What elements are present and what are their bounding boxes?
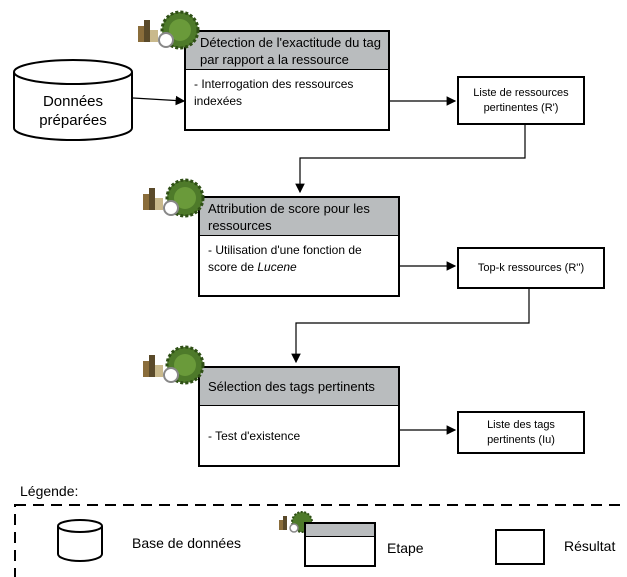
step-2-header: Attribution de score pour les ressources	[200, 198, 398, 236]
arrow-result1-to-step2	[295, 124, 526, 194]
legend-result-icon	[495, 529, 545, 565]
gear-icon	[143, 178, 205, 218]
database-label-line1: Données	[42, 93, 104, 110]
database-label-line2: préparées	[39, 112, 107, 129]
gear-icon	[138, 10, 200, 50]
step-1: Détection de l'exactitude du tag par rap…	[184, 30, 390, 131]
legend-title: Légende:	[20, 483, 79, 499]
legend-step-label: Etape	[387, 540, 424, 556]
legend-result-label: Résultat	[564, 538, 616, 554]
cylinder-shape	[13, 59, 133, 141]
arrow-db-to-step1	[132, 95, 186, 106]
step-1-body-line1: - Interrogation des ressources	[194, 77, 354, 91]
step-3-body-line1: - Test d'existence	[208, 429, 301, 443]
gear-icon	[143, 345, 205, 385]
step-3: Sélection des tags pertinents - Test d'e…	[198, 366, 400, 467]
step-2-body-line1: - Utilisation d'une fonction de	[208, 243, 362, 257]
result-3: Liste des tags pertinents (Iu)	[457, 411, 585, 454]
database-cylinder: Données préparées	[12, 58, 134, 142]
result-2: Top-k ressources (R'')	[457, 247, 605, 289]
result-1: Liste de ressources pertinentes (R')	[457, 76, 585, 125]
legend-step-icon	[304, 522, 376, 567]
legend-database-label: Base de données	[132, 535, 241, 551]
step-2: Attribution de score pour les ressources…	[198, 196, 400, 297]
legend-database-icon	[57, 519, 103, 562]
arrow-result2-to-step3	[291, 286, 530, 364]
step-3-header: Sélection des tags pertinents	[200, 368, 398, 406]
step-2-body-line2-italic: Lucene	[257, 260, 297, 274]
step-2-body-line2: score de	[208, 260, 258, 274]
step-1-body-line2: indexées	[194, 94, 243, 108]
step-1-header: Détection de l'exactitude du tag par rap…	[186, 32, 388, 70]
legend-frame	[14, 504, 627, 577]
